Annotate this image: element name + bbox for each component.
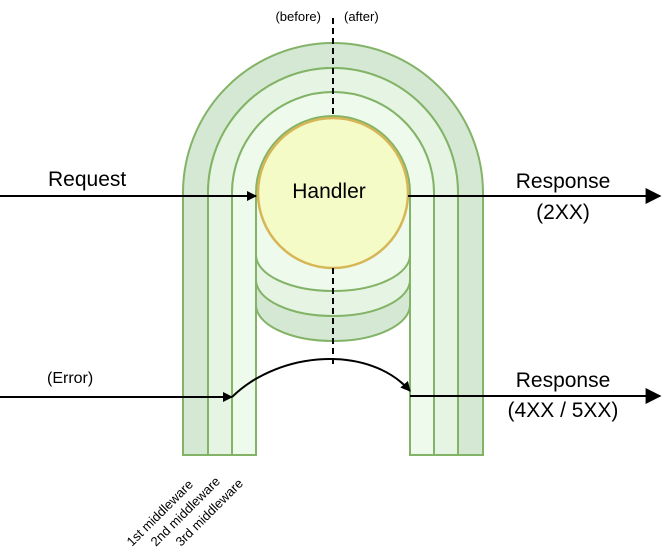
response-ok-code: (2XX) (536, 201, 590, 224)
request-label: Request (48, 168, 126, 191)
response-err-label: Response (516, 369, 611, 392)
error-curve-arrow (231, 358, 411, 398)
layer-3rd-middleware (231, 91, 435, 456)
after-label: (after) (344, 9, 379, 24)
response-ok-label: Response (516, 170, 611, 193)
response-err-code: (4XX / 5XX) (508, 399, 619, 422)
error-label: (Error) (47, 370, 93, 387)
before-label: (before) (275, 9, 321, 24)
handler-label: Handler (292, 180, 366, 203)
